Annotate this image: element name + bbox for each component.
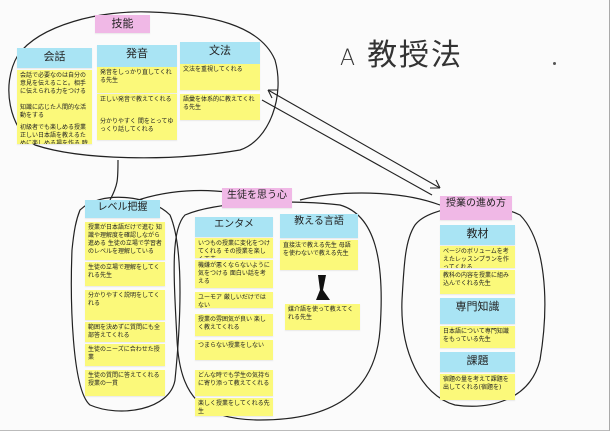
kaiwa-note-2: 知識に応じた人間的な活動をする — [17, 102, 92, 122]
bunpou-note-2: 語彙を体系的に教えてくれる先生 — [180, 94, 260, 120]
enta-label: エンタメ — [195, 217, 273, 237]
motivation-header: 生徒を思う心 — [222, 188, 292, 208]
lang-note-2: 媒介語を使って教えてくれる先生 — [285, 304, 360, 330]
kaiwa-note-3: 初級者でも楽しめる授業 正しい日本語を教えるために楽しめる場を作る 時間を決めて… — [17, 122, 92, 144]
kaiwa-label: 会話 — [17, 48, 92, 68]
enta-note-5: つまらない授業をしない — [195, 340, 273, 360]
level-note-4: 範囲を決めずに質問にも全部答えてくれる — [85, 322, 165, 342]
bunpou-note-1: 文法を重視してくれる — [180, 64, 260, 90]
title-letter: A — [340, 46, 358, 71]
hatsuon-label: 発音 — [97, 45, 177, 67]
senmon-note-1: 日本語について専門知識をもっている先生 — [440, 326, 515, 348]
kadai-note-1: 宿題の量を考えて課題を出してくれる(宿題を) — [440, 374, 515, 400]
hatsuon-note-3: 分かりやすく 間をとってゆっくり話してくれる — [97, 116, 177, 140]
bunpou-label: 文法 — [180, 42, 260, 64]
level-note-3: 分かりやすく説明をしてくれる — [85, 290, 165, 320]
enta-note-4: 授業の雰囲気が良い 楽しく教えてくれる — [195, 314, 273, 336]
kaiwa-note-1: 会話で必要なのは自分の意見を伝えること。相手に伝えられる力をつける — [17, 70, 92, 102]
hatsuon-note-2: 正しい発音で教えてくれる — [97, 94, 177, 116]
enta-note-1: いつもの授業に変化をつけてくれる その授業を楽しく工夫 — [195, 238, 273, 258]
enta-note-3: ユーモア 厳しいだけではない — [195, 292, 273, 308]
kyouzai-note-2: 教科の内容を授業に組み込んでくれる先生 — [440, 270, 515, 294]
level-note-1: 授業が日本語だけで進む 知識や理解度を確認しながら進める 生徒の立場で学習者のレ… — [85, 222, 165, 260]
enta-note-7: 楽しく授業をしてくれる先生 — [195, 398, 273, 416]
enta-note-6: どんな時でも学生の気持ちに寄り添って教えてくれる — [195, 370, 273, 396]
progress-header: 授業の進め方 — [440, 196, 512, 220]
kyouzai-note-1: ページのボリュームを考えたレッスンプランを作ってくれる — [440, 246, 515, 268]
marker-dot — [553, 62, 556, 65]
kyouzai-label: 教材 — [440, 225, 515, 245]
senmon-label: 専門知識 — [440, 298, 515, 324]
hatsuon-note-1: 発音をしっかり直してくれる先生 — [97, 67, 177, 93]
level-header: レベル把握 — [85, 200, 160, 218]
level-note-6: 生徒の質問に答えてくれる 授業の一貫 — [85, 370, 165, 396]
title-text: 教授法 — [367, 38, 464, 73]
lang-note-1: 直接法で教える先生 母語を使わないで教える先生 — [280, 240, 358, 270]
enta-note-2: 機嫌が悪くならないように気をつける 面白い話を考える — [195, 260, 273, 288]
skills-header: 技能 — [95, 15, 150, 33]
kadai-label: 課題 — [440, 352, 515, 372]
page-title: A 教授法 — [340, 30, 463, 74]
level-note-5: 生徒のニーズに合わせた授業 — [85, 344, 165, 366]
level-note-2: 生徒の立場で理解をしてくれる先生 — [85, 262, 165, 286]
lang-label: 教える言語 — [280, 214, 358, 238]
